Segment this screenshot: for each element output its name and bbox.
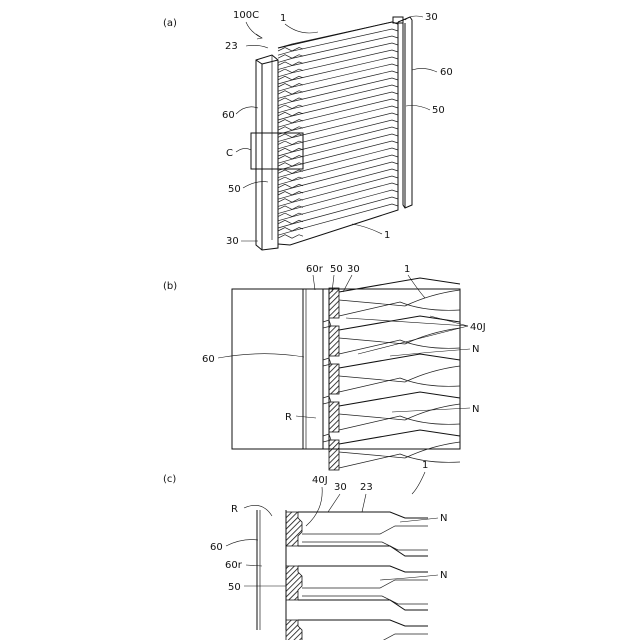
tube-wall	[298, 566, 428, 572]
tube-wall	[339, 392, 460, 406]
label-40j-b: 40J	[470, 322, 486, 333]
label-50-c: 50	[228, 582, 241, 593]
header-hatch-block	[286, 620, 302, 640]
tube-line	[278, 176, 398, 206]
tube-curve	[339, 290, 460, 306]
tube-curve	[339, 454, 460, 468]
header-hatch-block	[329, 440, 339, 470]
label-n1-b: N	[472, 344, 479, 355]
label-60-left: 60	[222, 110, 235, 121]
tube-curve	[302, 634, 428, 640]
tube-wall	[339, 278, 460, 292]
tube-wall	[339, 354, 460, 368]
header-hatch-block	[329, 364, 339, 394]
label-30-top: 30	[425, 12, 438, 23]
label-r-b: R	[285, 412, 292, 423]
label-30-c: 30	[334, 482, 347, 493]
header-hatch-block	[286, 512, 302, 546]
label-c: C	[226, 148, 233, 159]
tube-curve	[339, 328, 460, 344]
tube-curve	[339, 340, 460, 354]
label-50-b: 50	[330, 264, 343, 275]
tube-line	[278, 120, 398, 149]
tube-line	[278, 29, 398, 55]
tube-wall	[298, 600, 428, 610]
label-60-right: 60	[440, 67, 453, 78]
panel-b: (b) 60r 50 30 1 40J 60 N R N	[163, 264, 486, 470]
label-30-b: 30	[347, 264, 360, 275]
tube-curve	[339, 404, 460, 420]
label-30-bottom: 30	[226, 236, 239, 247]
tube-line	[278, 134, 398, 163]
tube-curve	[339, 416, 460, 430]
label-n2-c: N	[440, 570, 447, 581]
label-n1-c: N	[440, 513, 447, 524]
panel-c: (c) 1 40J 30 23 R N 60 60r N 50	[163, 460, 447, 640]
panel-a-caption: (a)	[163, 18, 177, 29]
panel-c-caption: (c)	[163, 474, 176, 485]
tube-curve	[339, 442, 460, 458]
label-1-bottom: 1	[384, 230, 390, 241]
tube-wall	[298, 512, 428, 518]
header-hatched-b	[329, 288, 339, 470]
label-23-c: 23	[360, 482, 373, 493]
panel-a: (a) 100C 1 30 23 60	[163, 10, 453, 250]
tube-rows-b	[323, 278, 460, 468]
tube-line	[278, 148, 398, 178]
panel-b-caption: (b)	[163, 281, 177, 292]
tube-line	[278, 141, 398, 170]
header-hatched-c	[286, 512, 302, 640]
tube-line	[278, 127, 398, 156]
tube-wall	[298, 546, 428, 556]
label-1-top: 1	[280, 13, 286, 24]
tube-wall	[339, 316, 460, 330]
tube-curve	[339, 302, 460, 316]
label-100c: 100C	[233, 10, 259, 21]
label-n2-b: N	[472, 404, 479, 415]
header-hatch-block	[329, 288, 339, 318]
tube-line	[278, 155, 398, 185]
header-hatch-block	[286, 566, 302, 600]
tube-rows-c	[298, 512, 428, 640]
tube-wall	[339, 430, 460, 444]
label-50-left: 50	[228, 184, 241, 195]
label-40j-c: 40J	[312, 475, 328, 486]
tube-curve	[339, 366, 460, 382]
label-60-b: 60	[202, 354, 215, 365]
tube-line	[278, 162, 398, 192]
header-hatch-block	[329, 402, 339, 432]
right-side-plate	[393, 17, 412, 210]
tube-curve	[339, 378, 460, 392]
label-50-right: 50	[432, 105, 445, 116]
tube-curve	[302, 526, 428, 534]
panel-b-frame	[232, 289, 460, 449]
tube-curve	[302, 580, 428, 588]
tube-line	[278, 78, 398, 106]
tube-line	[278, 169, 398, 199]
label-60r-b: 60r	[306, 264, 324, 275]
header-hatch-block	[329, 326, 339, 356]
label-60r-c: 60r	[225, 560, 243, 571]
left-side-plate	[256, 55, 278, 250]
label-23: 23	[225, 41, 238, 52]
label-1-b: 1	[404, 264, 410, 275]
label-60-c: 60	[210, 542, 223, 553]
tube-wall	[298, 620, 428, 626]
label-r-c: R	[231, 504, 238, 515]
fin-zigzag	[278, 235, 303, 239]
label-1-c: 1	[422, 460, 428, 471]
tube-line	[278, 183, 398, 214]
